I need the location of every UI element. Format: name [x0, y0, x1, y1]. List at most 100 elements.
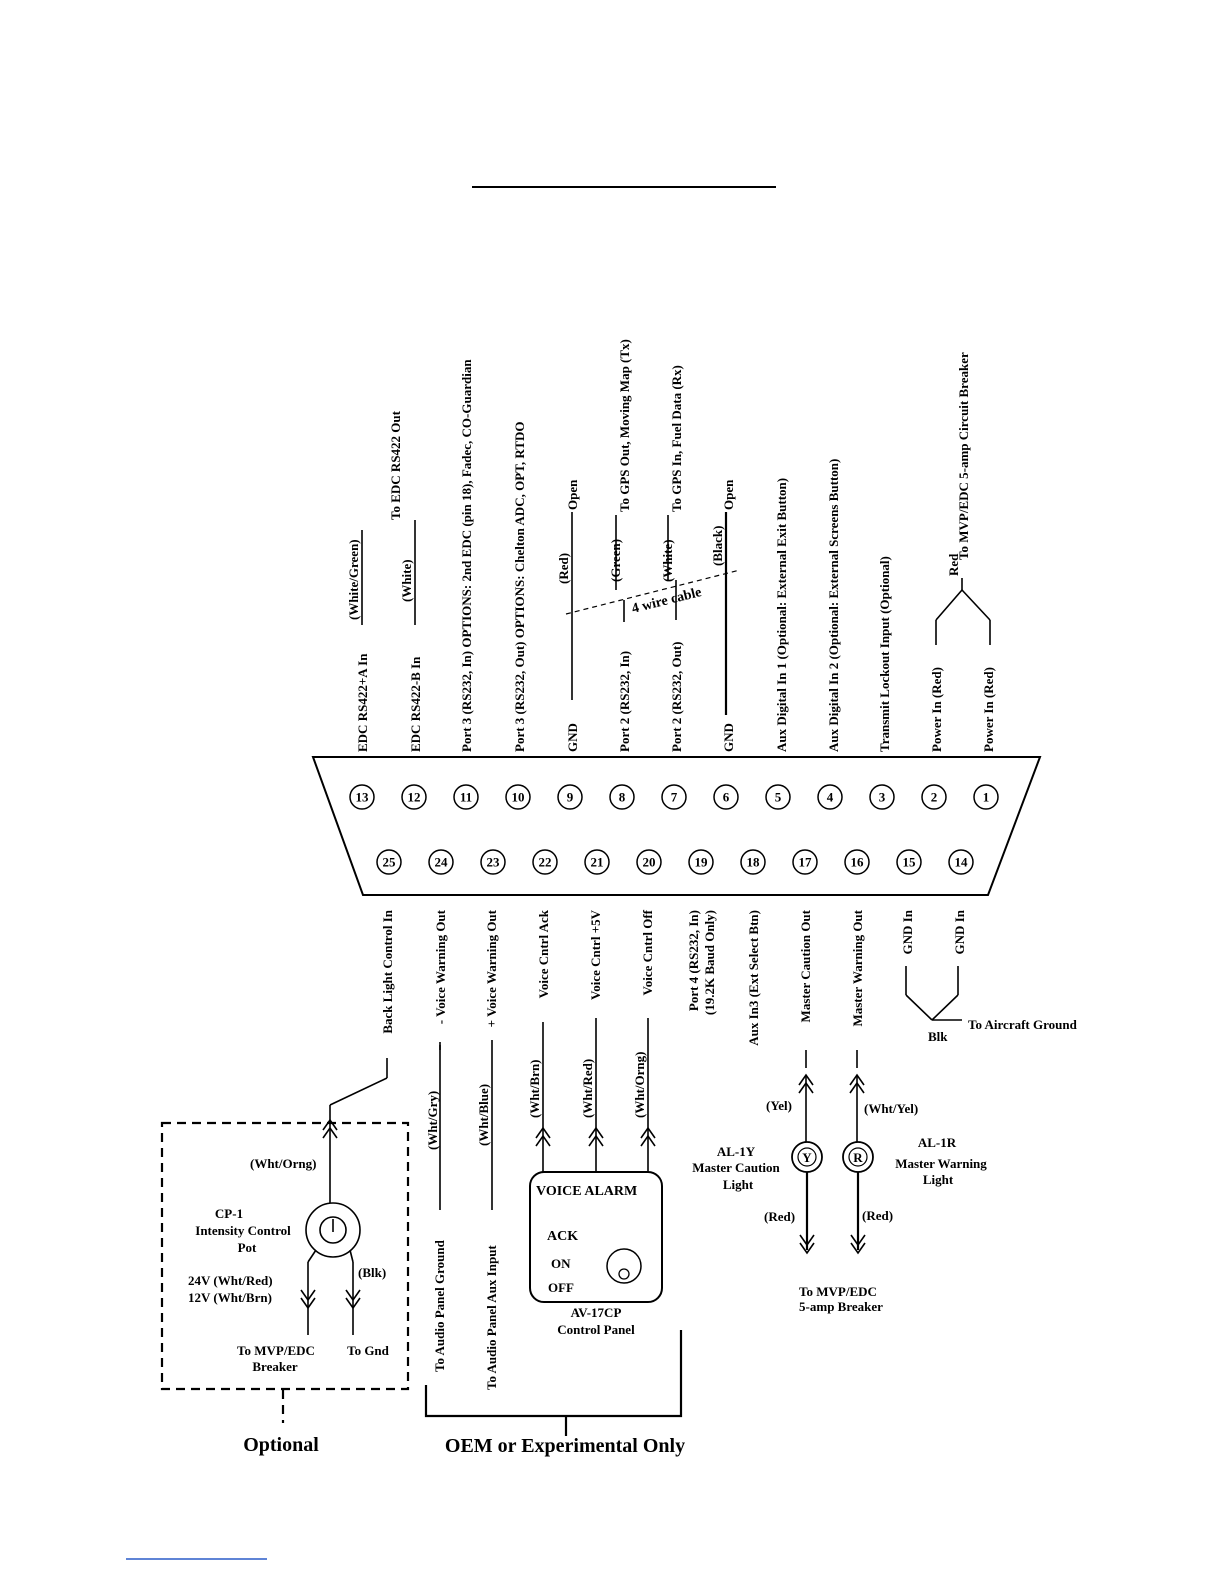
voice-panel-label: AV-17CP	[571, 1305, 622, 1320]
white-green-wire-label: (White/Green)	[346, 539, 361, 620]
voice-panel-label-2: Control Panel	[557, 1322, 635, 1337]
cp1-24v-label: 24V (Wht/Red)	[188, 1273, 273, 1288]
pin-2-number: 2	[931, 790, 938, 805]
top-wiring: (White/Green) (White) To EDC RS422 Out (…	[346, 339, 991, 715]
pin-3-circle	[869, 784, 895, 810]
open1-label: Open	[565, 479, 580, 510]
audio-gnd-label: To Audio Panel Ground	[432, 1239, 447, 1372]
pin10-label: Port 3 (RS232, Out) OPTIONS: Chelton ADC…	[512, 422, 527, 752]
black-wire-label: (Black)	[710, 526, 725, 566]
footer: Optional OEM or Experimental Only	[243, 1330, 685, 1457]
pin-2-circle	[921, 784, 947, 810]
pin9-label: GND	[565, 723, 580, 752]
pin-9-number: 9	[567, 790, 574, 805]
pin23-label: + Voice Warning Out	[484, 909, 499, 1027]
pin11-label: Port 3 (RS232, In) OPTIONS: 2nd EDC (pin…	[459, 359, 474, 752]
lights-to-mvp-label: To MVP/EDC	[799, 1284, 877, 1299]
pin17-label: Master Caution Out	[798, 909, 813, 1022]
pin-24-number: 24	[435, 855, 449, 870]
pin25-label: Back Light Control In	[380, 909, 395, 1033]
optional-dashed-box	[160, 1121, 410, 1391]
cp1-title-3: Pot	[238, 1240, 257, 1255]
pin-17-number: 17	[799, 855, 813, 870]
pin6-label: GND	[721, 723, 736, 752]
audio-aux-label: To Audio Panel Aux Input	[484, 1245, 499, 1390]
pin-10-circle	[505, 784, 531, 810]
pin-7-circle	[661, 784, 687, 810]
audio-gry-label: (Wht/Gry)	[425, 1091, 440, 1150]
gps-in-label: To GPS In, Fuel Data (Rx)	[669, 365, 684, 512]
caution-yel-label: (Yel)	[766, 1098, 792, 1113]
pin-5-number: 5	[775, 790, 782, 805]
pin-18-circle	[740, 849, 766, 875]
pin-14-number: 14	[955, 855, 969, 870]
voice-alarm-panel: (Wht/Brn) (Wht/Red) (Wht/Orng) VOICE ALA…	[527, 1018, 663, 1337]
pin7-label: Port 2 (RS232, Out)	[669, 642, 684, 753]
pin-19-number: 19	[695, 855, 709, 870]
cp1-to-mvp-label: To MVP/EDC	[237, 1343, 315, 1358]
red-wire-label: (Red)	[556, 553, 571, 584]
pin-15-number: 15	[903, 855, 917, 870]
cp1-title-2: Intensity Control	[195, 1223, 291, 1238]
pin-3-number: 3	[879, 790, 886, 805]
pin-14-circle	[948, 849, 974, 875]
pin2-label: Power In (Red)	[929, 667, 944, 752]
aircraft-ground: Blk To Aircraft Ground	[905, 966, 1078, 1044]
voice-on-label: ON	[551, 1256, 571, 1271]
pin-24-circle	[428, 849, 454, 875]
pin-19-circle	[688, 849, 714, 875]
pin3-label: Transmit Lockout Input (Optional)	[877, 556, 892, 752]
al1r-label-2: Master Warning	[895, 1156, 987, 1171]
bottom-pin-labels: Back Light Control In - Voice Warning Ou…	[380, 909, 967, 1046]
pin19-label: Port 4 (RS232, In)	[686, 910, 701, 1011]
pin-18-number: 18	[747, 855, 761, 870]
pin-22-number: 22	[539, 855, 552, 870]
al1y-label-2: Master Caution	[692, 1160, 780, 1175]
al1y-label: AL-1Y	[717, 1144, 756, 1159]
white-wire-label: (White)	[399, 559, 414, 602]
pin15-label: GND In	[900, 909, 915, 954]
audio-panel-wiring: (Wht/Gry) (Wht/Blue) To Audio Panel Grou…	[425, 1040, 499, 1390]
warning-whtyel-label: (Wht/Yel)	[864, 1101, 918, 1116]
oem-label: OEM or Experimental Only	[445, 1435, 685, 1457]
pin5-label: Aux Digital In 1 (Optional: External Exi…	[774, 478, 789, 752]
pin8-label: Port 2 (RS232, In)	[617, 651, 632, 752]
pin-1-circle	[973, 784, 999, 810]
voice-ack-label: ACK	[547, 1229, 578, 1244]
pin-8-circle	[609, 784, 635, 810]
al1r-label-3: Light	[923, 1172, 954, 1187]
pin-20-number: 20	[643, 855, 656, 870]
ground-blk-label: Blk	[928, 1029, 948, 1044]
pin-7-number: 7	[671, 790, 678, 805]
pin13-label: EDC RS422+A In	[355, 653, 370, 752]
voice-switch-icon	[606, 1248, 642, 1284]
pin1-label: Power In (Red)	[981, 667, 996, 752]
pin-1-number: 1	[983, 790, 990, 805]
pin12-label: EDC RS422-B In	[408, 656, 423, 752]
pin-15-circle	[896, 849, 922, 875]
pin24-label: - Voice Warning Out	[433, 909, 448, 1024]
pin-20-circle	[636, 849, 662, 875]
voice-alarm-title: VOICE ALARM	[536, 1184, 637, 1199]
pin-12-number: 12	[408, 790, 421, 805]
pin-13-number: 13	[356, 790, 370, 805]
pin-22-circle	[532, 849, 558, 875]
top-pin-labels: EDC RS422+A In EDC RS422-B In Port 3 (RS…	[355, 359, 996, 752]
to-aircraft-ground-label: To Aircraft Ground	[968, 1017, 1078, 1032]
pin-6-circle	[713, 784, 739, 810]
pin-13-circle	[349, 784, 375, 810]
pin21-label: Voice Cntrl +5V	[588, 909, 603, 1000]
al1y-label-3: Light	[723, 1177, 754, 1192]
pin4-label: Aux Digital In 2 (Optional: External Scr…	[826, 459, 841, 752]
al1r-label: AL-1R	[918, 1135, 957, 1150]
cp1-12v-label: 12V (Wht/Brn)	[188, 1290, 272, 1305]
warning-letter: R	[853, 1150, 863, 1165]
open2-label: Open	[721, 479, 736, 510]
pin-21-number: 21	[591, 855, 604, 870]
pin-25-circle	[376, 849, 402, 875]
warning-red-label: (Red)	[862, 1208, 893, 1223]
